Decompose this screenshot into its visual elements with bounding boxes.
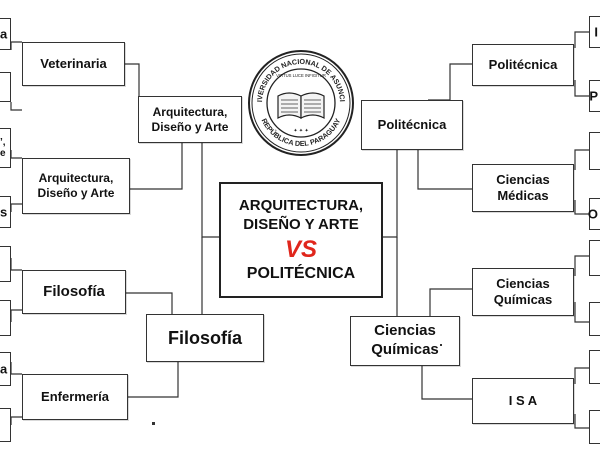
right-edge-team-5 — [589, 240, 600, 276]
svg-text:VIRTUS LUCE INFIGITUR: VIRTUS LUCE INFIGITUR — [276, 73, 326, 78]
stray-dot — [440, 344, 442, 346]
right-edge-team-1: I — [589, 16, 600, 48]
right-qf-ciencias-medicas: Ciencias Médicas — [472, 164, 574, 212]
left-sf-arquitectura: Arquitectura, Diseño y Arte — [138, 96, 242, 143]
left-edge-team-6 — [0, 300, 11, 336]
left-edge-team-4: s — [0, 196, 11, 228]
left-edge-team-5 — [0, 246, 11, 282]
right-edge-team-6 — [589, 302, 600, 336]
right-edge-team-7 — [589, 350, 600, 384]
right-qf-isa: I S A — [472, 378, 574, 424]
left-edge-team-7: a — [0, 352, 11, 386]
right-sf-politecnica: Politécnica — [361, 100, 463, 150]
right-edge-team-8 — [589, 410, 600, 444]
left-qf-arquitectura: Arquitectura, Diseño y Arte — [22, 158, 130, 214]
left-sf-filosofia: Filosofía — [146, 314, 264, 362]
left-edge-team-2 — [0, 72, 11, 102]
right-sf-ciencias-quimicas: Ciencias Químicas — [350, 316, 460, 366]
right-qf-ciencias-quimicas: Ciencias Químicas — [472, 268, 574, 316]
left-qf-filosofia: Filosofía — [22, 270, 126, 314]
right-edge-team-4: O — [588, 198, 600, 230]
left-edge-team-1: a — [0, 18, 11, 50]
final-right-team: POLITÉCNICA — [246, 265, 356, 283]
left-qf-enfermeria: Enfermería — [22, 374, 128, 420]
right-qf-politecnica: Politécnica — [472, 44, 574, 86]
svg-text:✦ ✦ ✦: ✦ ✦ ✦ — [293, 128, 308, 134]
stray-dot — [152, 422, 155, 425]
left-qf-veterinaria: Veterinaria — [22, 42, 125, 86]
right-edge-team-2: P — [589, 80, 600, 112]
versus-label: VS — [284, 236, 317, 264]
final-matchup: ARQUITECTURA, DISEÑO Y ARTE VS POLITÉCNI… — [219, 182, 383, 298]
right-edge-team-3 — [589, 132, 600, 170]
university-seal-logo: UNIVERSIDAD NACIONAL DE ASUNCIÓN REPÚBLI… — [248, 50, 354, 156]
left-edge-team-3: ’, e — [0, 128, 11, 168]
left-edge-team-8 — [0, 408, 11, 442]
final-left-team: ARQUITECTURA, DISEÑO Y ARTE — [238, 196, 364, 233]
